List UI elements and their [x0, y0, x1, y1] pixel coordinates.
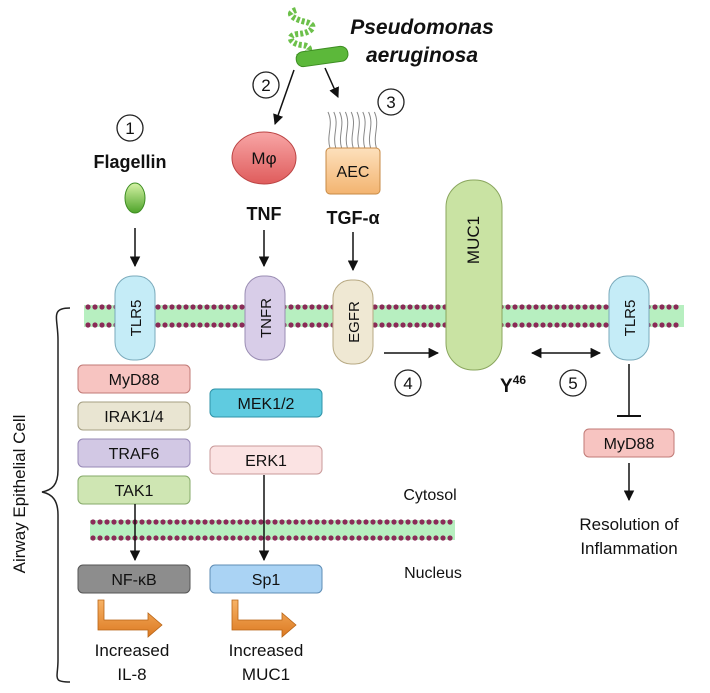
- svg-text:MUC1: MUC1: [464, 216, 483, 264]
- svg-text:TLR5: TLR5: [128, 300, 145, 337]
- tlr5-right-receptor: TLR5: [608, 275, 650, 361]
- egfr-receptor: EGFR: [332, 279, 374, 365]
- tgf-alpha-label: TGF-α: [326, 208, 379, 228]
- flagellin-icon: [124, 182, 146, 214]
- pseudomonas-aeruginosa-icon: [287, 7, 349, 68]
- svg-text:TRAF6: TRAF6: [109, 446, 160, 463]
- increased-il8-arrow-icon: [97, 599, 163, 638]
- cytosol-label: Cytosol: [403, 487, 456, 504]
- svg-text:Mφ: Mφ: [251, 149, 276, 168]
- airway-epithelial-cell-label: Airway Epithelial Cell: [10, 415, 29, 574]
- svg-text:TAK1: TAK1: [115, 483, 154, 500]
- svg-text:4: 4: [403, 374, 412, 393]
- svg-text:MEK1/2: MEK1/2: [238, 396, 295, 413]
- step-2-badge: 2: [252, 71, 280, 99]
- svg-text:TLR5: TLR5: [622, 300, 639, 337]
- tlr5-left-receptor: TLR5: [114, 275, 156, 361]
- macrophage-cell: Mφ: [231, 131, 297, 185]
- svg-text:EGFR: EGFR: [346, 301, 363, 343]
- flagellin-label: Flagellin: [93, 152, 166, 172]
- svg-text:5: 5: [568, 374, 577, 393]
- irak14-box: IRAK1/4: [77, 401, 191, 431]
- svg-text:MyD88: MyD88: [604, 436, 655, 453]
- step-1-badge: 1: [116, 114, 144, 142]
- step-5-badge: 5: [559, 369, 587, 397]
- cell-brace: [41, 307, 71, 683]
- myd88-right-box: MyD88: [583, 428, 675, 458]
- tnfr-receptor: TNFR: [244, 275, 286, 361]
- organism-name-line2: aeruginosa: [366, 44, 478, 67]
- step-4-badge: 4: [394, 369, 422, 397]
- organism-name-line1: Pseudomonas: [350, 16, 494, 39]
- svg-text:Sp1: Sp1: [252, 572, 281, 589]
- sp1-box: Sp1: [209, 564, 323, 594]
- plasma-membrane: [84, 304, 684, 328]
- arrow-bacteria-to-macrophage: [273, 69, 295, 125]
- outcome-left-line1: Increased: [95, 641, 170, 660]
- muc1-receptor: MUC1: [445, 179, 503, 371]
- mek12-box: MEK1/2: [209, 388, 323, 418]
- svg-text:NF-κB: NF-κB: [111, 572, 156, 589]
- arrow-bacteria-to-aec: [324, 67, 339, 98]
- nucleus-label: Nucleus: [404, 565, 462, 582]
- svg-text:MyD88: MyD88: [109, 372, 160, 389]
- svg-text:3: 3: [386, 93, 395, 112]
- myd88-left-box: MyD88: [77, 364, 191, 394]
- outcome-middle-line2: MUC1: [242, 665, 290, 684]
- svg-text:AEC: AEC: [337, 164, 370, 181]
- svg-text:2: 2: [261, 76, 270, 95]
- outcome-right-line1: Resolution of: [579, 515, 679, 534]
- outcome-right-line2: Inflammation: [580, 539, 677, 558]
- svg-text:1: 1: [125, 119, 134, 138]
- traf6-box: TRAF6: [77, 438, 191, 468]
- outcome-middle-line1: Increased: [229, 641, 304, 660]
- svg-text:ERK1: ERK1: [245, 453, 287, 470]
- y46-residue-label: Y46: [500, 373, 526, 397]
- aec-cell: AEC: [325, 111, 381, 195]
- step-3-badge: 3: [377, 88, 405, 116]
- erk1-box: ERK1: [209, 445, 323, 475]
- tnf-label: TNF: [247, 204, 282, 224]
- svg-text:TNFR: TNFR: [258, 298, 275, 338]
- nuclear-membrane: [90, 519, 455, 541]
- svg-text:IRAK1/4: IRAK1/4: [104, 409, 164, 426]
- outcome-left-line2: IL-8: [117, 665, 146, 684]
- nfkb-box: NF-κB: [77, 564, 191, 594]
- tak1-box: TAK1: [77, 475, 191, 505]
- increased-muc1-arrow-icon: [231, 599, 297, 638]
